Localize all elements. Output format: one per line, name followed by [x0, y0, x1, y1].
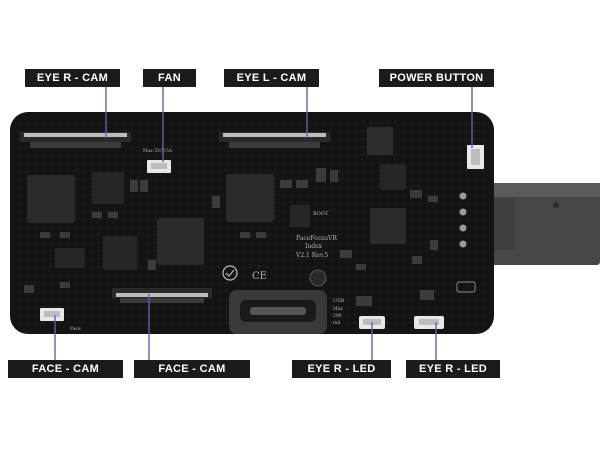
silk-brand: FaceFocusVR: [296, 235, 337, 242]
label-eye-r-cam: EYE R - CAM: [25, 69, 120, 87]
silk-face: Face: [70, 326, 81, 332]
usb-c-port: [229, 290, 327, 334]
eye-r-cam-connector: [20, 132, 131, 148]
silk-power-note-3: mA: [333, 320, 341, 326]
ic-chip: [380, 164, 406, 190]
usb-outline-icon: [456, 281, 476, 293]
eye-l-cam-connector: [219, 132, 330, 148]
label-eye-r-led-2: EYE R - LED: [406, 360, 500, 378]
silk-power-note-2: 200: [333, 313, 342, 319]
mascot-logo: [309, 269, 327, 287]
label-eye-l-cam: EYE L - CAM: [224, 69, 319, 87]
checkmark-cert-icon: [222, 265, 238, 281]
face-cam-connector: [112, 288, 212, 303]
silk-power-note-1: Max: [333, 306, 343, 312]
silk-usb: USB: [333, 298, 345, 304]
power-button-connector: [467, 145, 484, 169]
silk-ce-mark: CE: [252, 271, 267, 282]
ic-chip: [103, 236, 137, 270]
silk-boot: BOOT: [313, 211, 329, 217]
label-face-cam-right: FACE - CAM: [134, 360, 250, 378]
ic-chip: [290, 205, 310, 227]
silk-version: V2.1 Rev.5: [295, 252, 328, 259]
label-fan: FAN: [143, 69, 196, 87]
eye-r-led-connector-2: [414, 316, 444, 329]
mounting-holes: [459, 192, 467, 248]
fan-connector: [147, 160, 171, 173]
ic-chip: [92, 172, 124, 204]
face-cam-led-connector: [40, 308, 64, 321]
ic-chip: [367, 127, 393, 155]
ic-chip: [370, 208, 406, 244]
ic-chip: [55, 248, 85, 268]
label-power-button: POWER BUTTON: [379, 69, 494, 87]
silk-fan-spec: Max 5V/0.5A: [143, 148, 173, 154]
ic-chip: [27, 175, 75, 223]
ic-chip: [157, 218, 204, 265]
leader-lines: [54, 87, 473, 360]
label-face-cam-left: FACE - CAM: [8, 360, 123, 378]
silk-product: Index: [305, 243, 323, 250]
label-eye-r-led-1: EYE R - LED: [292, 360, 391, 378]
ic-chip: [226, 174, 274, 222]
